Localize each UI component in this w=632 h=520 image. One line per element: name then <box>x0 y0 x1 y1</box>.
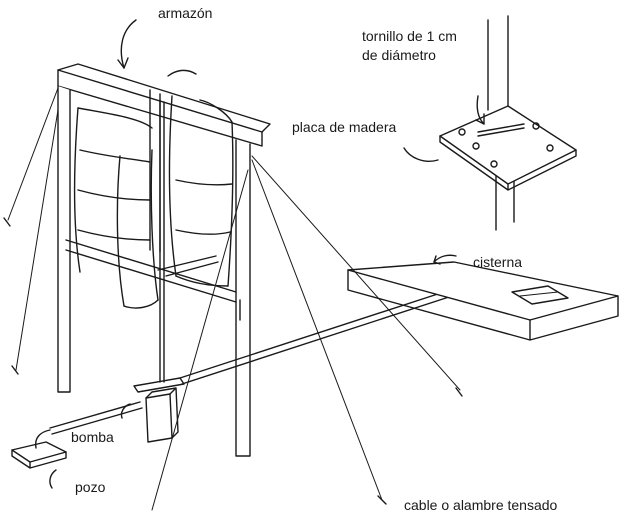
rotor-top-rim <box>77 107 153 129</box>
guy-cable-right-2 <box>251 159 383 501</box>
rotor-bottom-rim <box>123 299 159 309</box>
rotor-left-edge <box>73 107 81 273</box>
frame-right-post <box>235 139 251 457</box>
rotor-second-left <box>168 95 177 277</box>
well-cover-top <box>11 441 67 463</box>
rotor-front-half-right <box>150 149 159 301</box>
inset-bolt <box>477 123 525 137</box>
label-cistern: cisterna <box>473 254 523 270</box>
cistern-pointer <box>433 254 457 263</box>
rotor-front-half-left <box>116 155 125 307</box>
rotor-shaft <box>159 99 165 383</box>
inset-screw-1 <box>458 128 466 136</box>
rotor-second-bands <box>175 179 233 235</box>
inset-screw-4 <box>546 144 554 152</box>
well-pointer <box>49 469 57 489</box>
rotor-band-1 <box>79 149 151 163</box>
label-frame: armazón <box>158 5 213 21</box>
inset-bolt-pointer <box>476 95 485 125</box>
rotor-band-2 <box>77 189 151 201</box>
frame-pointer <box>120 19 137 69</box>
guy-cable-left-upper <box>7 87 59 221</box>
frame-top-beam-top-face <box>57 63 271 133</box>
guy-cable-right-1 <box>251 155 461 391</box>
inset-wood-plate <box>439 105 577 185</box>
guy-cable-left-lower <box>15 109 59 371</box>
inset-screw-2 <box>472 142 480 150</box>
label-wood-plate: placa de madera <box>292 119 397 135</box>
cistern-pointer-head <box>433 255 441 265</box>
inset-screw-3 <box>532 122 540 130</box>
inset-pole-upper <box>487 15 509 111</box>
water-pipe <box>49 289 453 435</box>
guy-cable-right-3 <box>151 169 249 511</box>
savonius-rotor <box>73 69 234 383</box>
inset-plate-pointer <box>403 147 439 162</box>
pump <box>120 377 185 443</box>
cistern-hatch-handle <box>519 291 559 297</box>
label-bolt-line2: de diámetro <box>362 47 436 63</box>
inset-screw-5 <box>490 160 498 168</box>
label-pump: bomba <box>71 429 114 445</box>
label-bolt-line1: tornillo de 1 cm <box>362 28 457 44</box>
rotor-second-bottom <box>175 275 229 287</box>
well <box>11 429 67 489</box>
label-bolt: tornillo de 1 cm de diámetro <box>362 27 457 65</box>
inset-plate-detail <box>403 15 577 231</box>
guy-cables <box>3 87 463 511</box>
cistern-hatch <box>511 285 569 305</box>
rotor-second-right <box>199 99 234 287</box>
well-pipe-elbow <box>34 429 51 449</box>
cistern-sides <box>347 269 619 341</box>
inset-bolt-pointer-head <box>475 113 485 125</box>
frame-pointer-head <box>117 57 129 69</box>
cistern <box>347 254 619 341</box>
crank-arm <box>157 255 219 277</box>
rotor-band-3 <box>77 229 151 241</box>
well-cover-sides <box>11 449 67 469</box>
frame-lower-crossbar <box>65 239 237 303</box>
pump-body <box>145 393 173 443</box>
frame-left-post <box>57 85 71 393</box>
label-well: pozo <box>75 479 106 495</box>
pump-body-side <box>145 387 179 439</box>
inset-wood-plate-edge <box>439 135 577 191</box>
rotor-top-cap <box>167 69 197 77</box>
label-guy-cable: cable o alambre tensado <box>404 497 558 513</box>
cable-anchor-stakes <box>3 217 463 505</box>
